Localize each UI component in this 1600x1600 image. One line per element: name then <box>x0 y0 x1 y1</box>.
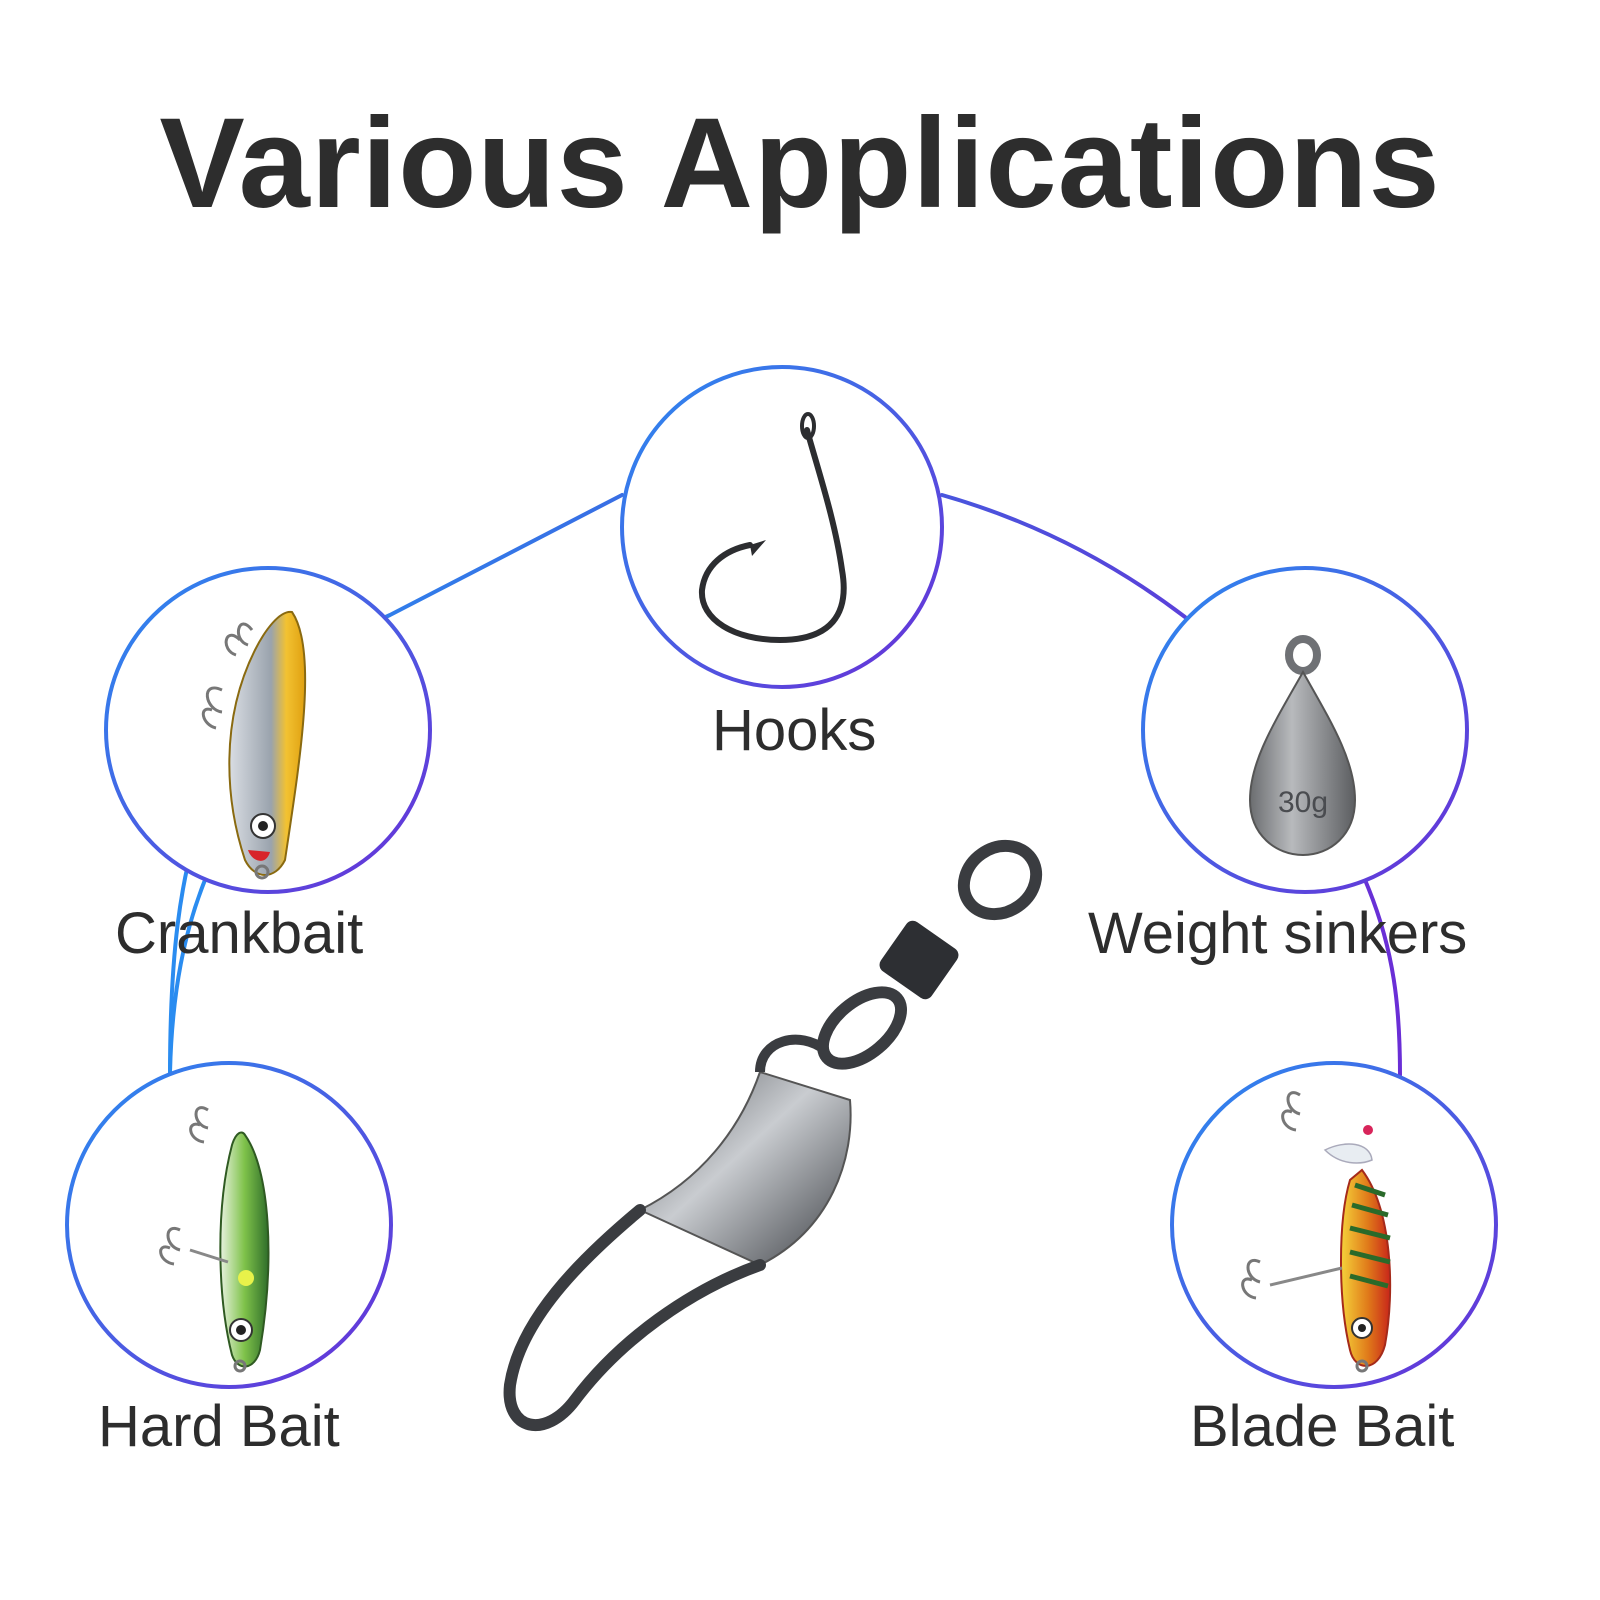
weight-sinkers-card: 30g <box>1141 566 1469 894</box>
label-hard-bait: Hard Bait <box>98 1394 340 1459</box>
hooks-card <box>620 365 944 689</box>
snap-swivel-icon <box>503 839 1043 1432</box>
label-hooks: Hooks <box>712 698 877 763</box>
label-weight-sinkers: Weight sinkers <box>1088 901 1468 966</box>
connector-arc-left-lower <box>168 879 207 1073</box>
weight-sinker-icon: 30g <box>1248 635 1357 857</box>
sinker-stamp: 30g <box>1278 786 1328 819</box>
crankbait-card <box>104 566 432 894</box>
hard-bait-lure-icon <box>159 1106 270 1373</box>
label-blade-bait: Blade Bait <box>1190 1394 1455 1459</box>
hard-bait-card <box>65 1061 393 1389</box>
page-title: Various Applications <box>159 92 1441 235</box>
blade-bait-ring <box>1170 1061 1498 1389</box>
blade-bait-card <box>1170 1061 1498 1389</box>
label-crankbait: Crankbait <box>115 901 364 966</box>
crankbait-lure-icon <box>201 610 307 880</box>
fishing-hook-icon <box>698 412 847 644</box>
blade-bait-lure-icon <box>1241 1091 1392 1373</box>
